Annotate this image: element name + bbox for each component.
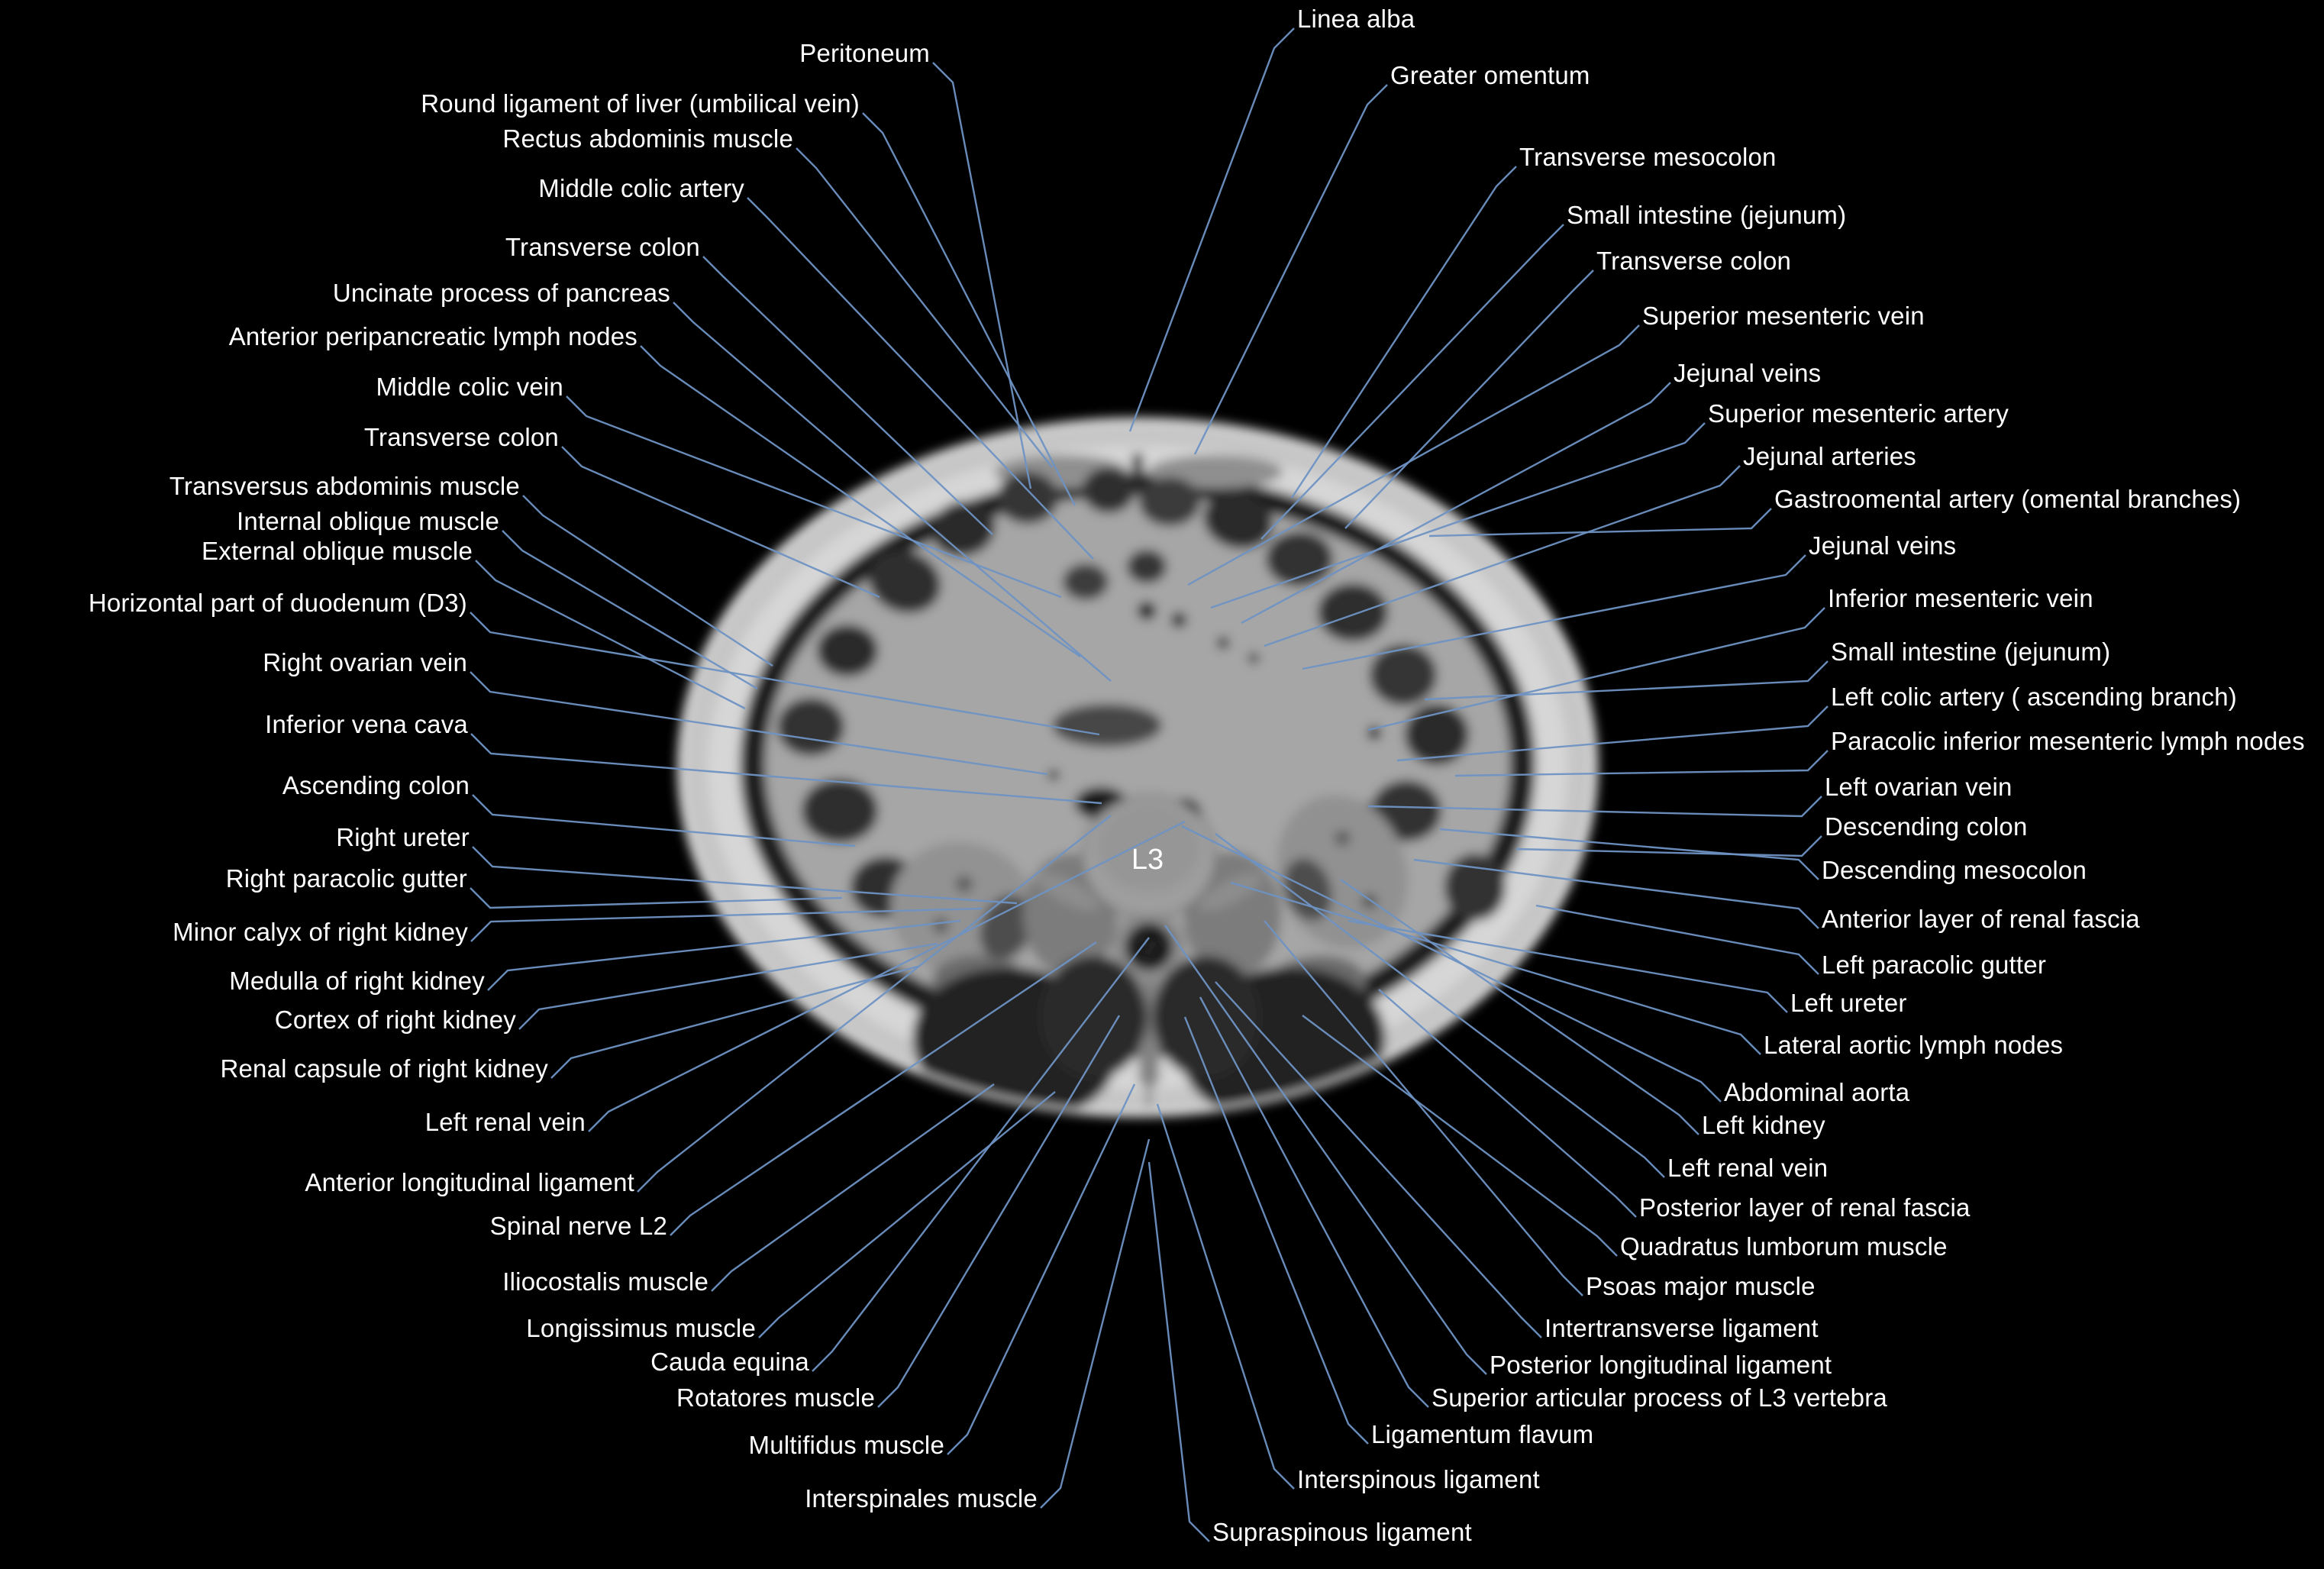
- leader-line: [1413, 858, 1819, 929]
- leader-line: [472, 846, 1018, 905]
- leader-line: [1344, 270, 1594, 529]
- leader-line: [1156, 1103, 1295, 1490]
- leader-line: [470, 887, 843, 909]
- skin-line: [677, 418, 1598, 1117]
- leader-line: [1264, 465, 1741, 647]
- leader-line: [1290, 166, 1517, 499]
- leader-line: [1260, 224, 1564, 540]
- leader-line: [1302, 554, 1806, 670]
- leader-line: [711, 1083, 995, 1292]
- leader-line: [1515, 835, 1822, 857]
- leader-line: [1424, 660, 1829, 701]
- leader-line: [588, 820, 1186, 1132]
- leader-line: [566, 395, 1062, 599]
- leader-line: [1128, 27, 1295, 432]
- leader-line: [1264, 920, 1583, 1296]
- leader-line: [1164, 925, 1487, 1375]
- leader-line: [1454, 750, 1829, 777]
- leader-line: [673, 302, 1112, 682]
- leader-line: [637, 815, 1112, 1193]
- leader-line: [1396, 705, 1829, 762]
- cauda-equina-rootlet: [1153, 941, 1159, 947]
- leader-line: [1535, 904, 1819, 975]
- leader-line: [1147, 1161, 1210, 1542]
- left-transverse-process: [1199, 872, 1263, 912]
- leader-line: [1187, 324, 1640, 586]
- leader-line: [1199, 996, 1429, 1408]
- leader-line: [487, 919, 961, 991]
- leader-line: [550, 965, 918, 1079]
- leader-line: [702, 256, 993, 535]
- leader-line: [932, 62, 1032, 489]
- leader-line: [1367, 796, 1822, 818]
- leader-line: [758, 1091, 1056, 1338]
- leader-line: [947, 1083, 1136, 1455]
- left-multifidus-shape: [1153, 956, 1260, 1078]
- leader-line: [561, 446, 880, 599]
- leader-line: [1193, 84, 1388, 455]
- leader-line: [640, 345, 1081, 657]
- leader-line: [470, 671, 1048, 776]
- l3-vertebral-body-core: [1097, 803, 1201, 892]
- leader-line: [1302, 1015, 1618, 1257]
- leader-line: [1348, 919, 1788, 1013]
- duodenum-d3-shape: [1052, 704, 1162, 747]
- vertebra-level-label: L3: [1131, 844, 1164, 876]
- linea-alba-shape: [1132, 454, 1143, 489]
- jejunal-vessel-dot: [1217, 637, 1229, 649]
- leader-line: [472, 794, 856, 847]
- leader-line: [1428, 508, 1772, 538]
- superior-mesenteric-vein-shape: [1138, 602, 1156, 620]
- jejunal-vessel-dot: [1248, 653, 1259, 663]
- cauda-equina-rootlet: [1139, 938, 1145, 944]
- leader-line: [470, 733, 1102, 805]
- leader-line: [670, 941, 1097, 1236]
- leader-line: [1215, 833, 1665, 1178]
- leader-line: [747, 197, 1094, 560]
- superior-mesenteric-artery-shape: [1171, 612, 1186, 628]
- leader-line: [1181, 825, 1722, 1102]
- right-transverse-process: [1035, 872, 1099, 912]
- right-kidney-shape: [890, 841, 1037, 979]
- leader-line: [1215, 981, 1542, 1338]
- cauda-equina-rootlet: [1144, 951, 1151, 957]
- leader-line: [1040, 1138, 1151, 1509]
- spinal-canal: [1125, 923, 1173, 970]
- posterior-midline-septum: [1147, 981, 1151, 1107]
- anatomy-group: [677, 418, 1598, 1117]
- leader-line: [862, 112, 1076, 506]
- leader-line: [1340, 879, 1699, 1135]
- leader-line: [502, 530, 758, 690]
- leader-line: [1210, 422, 1706, 609]
- right-multifidus-shape: [1040, 956, 1147, 1078]
- leader-line: [470, 612, 1100, 736]
- right-ovarian-vein-shape: [1048, 770, 1059, 780]
- leader-line: [812, 937, 1150, 1372]
- leader-line: [1439, 828, 1819, 880]
- leader-line: [470, 907, 983, 942]
- leader-line: [1378, 989, 1637, 1218]
- left-kidney-shape: [1277, 795, 1408, 949]
- leader-line: [1183, 1016, 1369, 1445]
- leader-line: [522, 495, 773, 667]
- leader-lines: [470, 27, 1829, 1542]
- leader-line: [475, 560, 746, 710]
- leader-line: [877, 1015, 1121, 1408]
- leader-line: [518, 942, 938, 1030]
- leader-line: [796, 147, 1053, 468]
